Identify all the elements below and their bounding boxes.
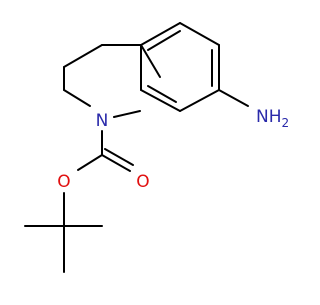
bond-c1-n [63, 89, 91, 107]
bond-c4-c4a [140, 44, 161, 78]
amine-subscript: 2 [282, 116, 290, 130]
atom-labels: N NH2 O O [57, 107, 289, 192]
carbonyl-oxygen-label: O [136, 172, 149, 192]
bond-c2-c3 [63, 44, 103, 68]
bond-c5-c6 [179, 22, 220, 46]
bond-carbonyl-o-double-a [101, 154, 131, 172]
amine-label: NH2 [256, 107, 289, 130]
amine-nh-text: NH [256, 107, 282, 127]
ring-nitrogen-label: N [96, 111, 109, 131]
bond-c4a-c5 [140, 22, 181, 46]
bond-aromatic-inner-1 [147, 30, 181, 51]
structure-diagram: N NH2 O O [0, 0, 300, 300]
background [0, 0, 300, 300]
bond-c8-c8a [140, 89, 181, 112]
bond-n-c8a [113, 110, 141, 118]
bond-carbonyl-o-double-b [104, 148, 134, 166]
bond-c7-c8 [179, 89, 220, 112]
bond-c7-nh2 [218, 89, 249, 107]
bond-aromatic-inner-3 [147, 85, 177, 103]
ester-oxygen-label: O [57, 172, 70, 192]
bond-carbonyl-oester [77, 154, 103, 171]
bonds [24, 22, 249, 273]
molecule-canvas: N NH2 O O [0, 0, 300, 300]
